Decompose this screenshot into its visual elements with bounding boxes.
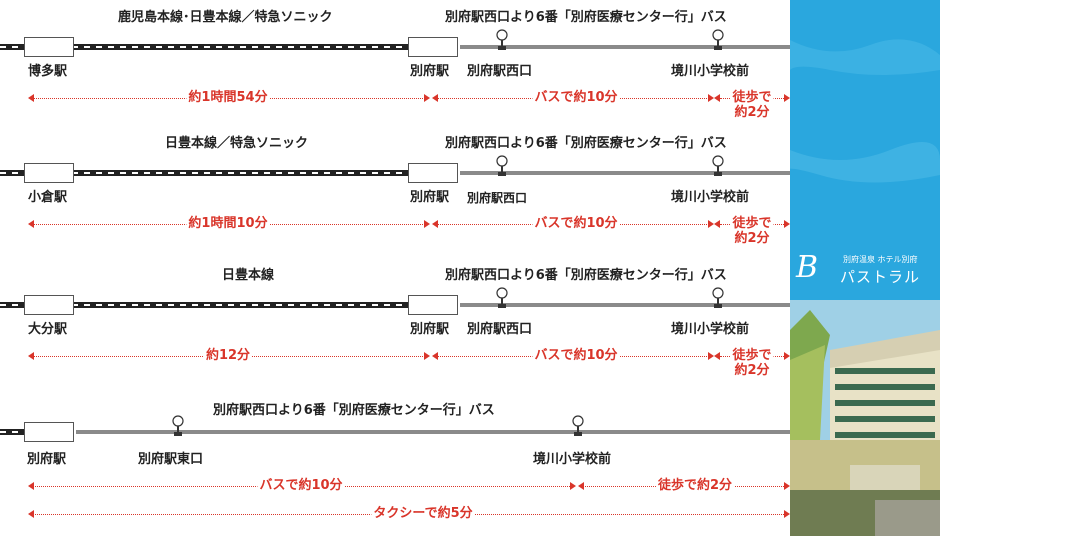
train-line-name: 鹿児島本線･日豊本線／特急ソニック <box>118 10 333 25</box>
arrow-left-icon <box>432 94 438 102</box>
bus-stop-icon <box>496 155 508 176</box>
bus-duration: バスで約10分 <box>532 90 620 106</box>
walk-duration-line2: 約2分 <box>734 105 770 120</box>
bus-road <box>460 171 790 175</box>
transfer-station: 別府駅 <box>410 190 450 205</box>
arrow-left-icon <box>432 352 438 360</box>
bus-route-name: 別府駅西口より6番「別府医療センター行」バス <box>445 10 727 25</box>
bus-duration: バスで約10分 <box>532 216 620 232</box>
station-icon <box>24 37 74 57</box>
arrow-left-icon <box>28 220 34 228</box>
hotel-building-image <box>790 0 940 536</box>
bus-stop-name: 別府駅西口 <box>467 64 533 79</box>
bus-road <box>76 430 790 434</box>
station-icon <box>408 37 458 57</box>
hotel-logo-name: パストラル <box>840 268 921 286</box>
arrow-right-icon <box>708 220 714 228</box>
hotel-logo-subtitle: 別府温泉 ホテル別府 <box>843 255 918 264</box>
bus-stop-icon <box>712 155 724 176</box>
destination-stop: 境川小学校前 <box>671 190 750 205</box>
bus-stop-name: 別府駅東口 <box>138 452 204 467</box>
arrow-right-icon <box>708 352 714 360</box>
arrow-right-icon <box>784 510 790 518</box>
bus-route-name: 別府駅西口より6番「別府医療センター行」バス <box>213 403 495 418</box>
destination-stop: 境川小学校前 <box>671 64 750 79</box>
bus-stop-icon <box>572 415 584 436</box>
destination-stop: 境川小学校前 <box>533 452 612 467</box>
walk-duration-line2: 約2分 <box>734 363 770 378</box>
origin-station: 大分駅 <box>28 322 68 337</box>
train-line-name: 日豊本線 <box>222 268 275 283</box>
station-icon <box>24 163 74 183</box>
origin-station: 小倉駅 <box>28 190 68 205</box>
rail-line <box>0 170 410 176</box>
rail-line <box>0 429 26 435</box>
station-icon <box>24 295 74 315</box>
arrow-left-icon <box>28 94 34 102</box>
bus-stop-icon <box>496 287 508 308</box>
arrow-left-icon <box>578 482 584 490</box>
bus-stop-icon <box>172 415 184 436</box>
station-icon <box>24 422 74 442</box>
train-duration: 約1時間54分 <box>186 90 270 106</box>
hotel-photo <box>790 0 940 536</box>
bus-duration: バスで約10分 <box>532 348 620 364</box>
walk-duration-line2: 約2分 <box>734 231 770 246</box>
arrow-right-icon <box>784 482 790 490</box>
bus-route-name: 別府駅西口より6番「別府医療センター行」バス <box>445 136 727 151</box>
bus-road <box>460 303 790 307</box>
transfer-station: 別府駅 <box>410 64 450 79</box>
arrow-right-icon <box>784 94 790 102</box>
arrow-right-icon <box>424 94 430 102</box>
bus-duration: バスで約10分 <box>257 478 345 494</box>
arrow-left-icon <box>28 510 34 518</box>
arrow-right-icon <box>424 352 430 360</box>
train-duration: 約1時間10分 <box>186 216 270 232</box>
arrow-right-icon <box>424 220 430 228</box>
transfer-station: 別府駅 <box>410 322 450 337</box>
arrow-left-icon <box>714 94 720 102</box>
bus-stop-icon <box>712 29 724 50</box>
hotel-logo-letter: B <box>796 250 819 285</box>
walk-duration-line1: 徒歩で <box>730 90 774 106</box>
arrow-right-icon <box>570 482 576 490</box>
taxi-duration: タクシーで約5分 <box>371 506 475 522</box>
rail-line <box>0 44 410 50</box>
rail-line <box>0 302 410 308</box>
bus-route-name: 別府駅西口より6番「別府医療センター行」バス <box>445 268 727 283</box>
bus-road <box>460 45 790 49</box>
bus-stop-icon <box>496 29 508 50</box>
train-line-name: 日豊本線／特急ソニック <box>165 136 309 151</box>
arrow-left-icon <box>432 220 438 228</box>
arrow-left-icon <box>28 482 34 490</box>
bus-stop-name: 別府駅西口 <box>467 322 533 337</box>
arrow-left-icon <box>714 220 720 228</box>
arrow-right-icon <box>784 352 790 360</box>
station-icon <box>408 163 458 183</box>
walk-duration-line1: 徒歩で <box>730 216 774 232</box>
walk-duration-line1: 徒歩で <box>730 348 774 364</box>
train-duration: 約12分 <box>203 348 253 364</box>
origin-station: 博多駅 <box>28 64 68 79</box>
arrow-right-icon <box>784 220 790 228</box>
arrow-left-icon <box>28 352 34 360</box>
walk-duration: 徒歩で約2分 <box>655 478 735 494</box>
bus-stop-icon <box>712 287 724 308</box>
bus-stop-name: 別府駅西口 <box>467 191 528 205</box>
arrow-right-icon <box>708 94 714 102</box>
arrow-left-icon <box>714 352 720 360</box>
destination-stop: 境川小学校前 <box>671 322 750 337</box>
station-icon <box>408 295 458 315</box>
origin-station: 別府駅 <box>27 452 67 467</box>
